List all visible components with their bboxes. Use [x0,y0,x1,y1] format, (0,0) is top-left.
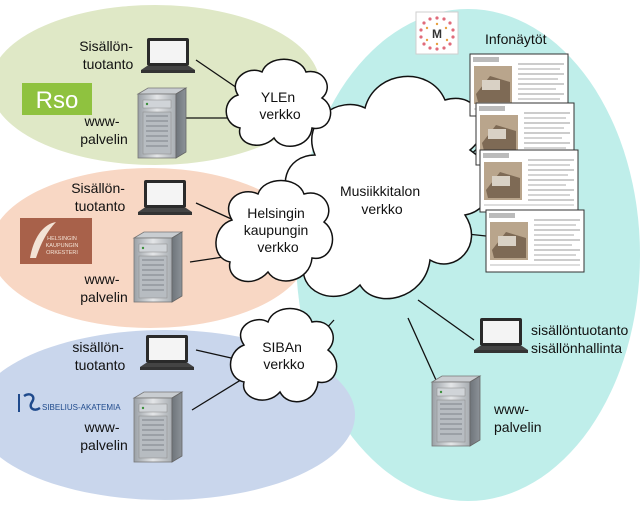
hko-logo-line-2: KAUPUNGIN [46,243,79,249]
musiikkitalo-cloud-label: Musiikkitalon verkko [340,183,424,217]
hko-server-icon [133,231,183,303]
hko-content-label: Sisällön- tuotanto [71,180,129,214]
musiikkitalo-logo-letter: M [432,27,442,41]
yle-content-label: Sisällön- tuotanto [79,38,137,72]
hko-logo-line-3: ORKESTERI [46,250,78,256]
hko-laptop-icon [138,180,192,215]
sibelius-academy-logo: SIBELIUS-AKATEMIA [18,393,121,412]
yle-cloud-label: YLEn verkko [259,89,300,122]
hko-server-label: www- palvelin [80,271,127,305]
musiikkitalo-server-label: www- palvelin [493,401,541,435]
yle-server-label: www- palvelin [80,113,127,147]
hko-orchestra-logo: HELSINGIN KAUPUNGIN ORKESTERI [20,218,92,264]
yle-cloud [225,58,332,147]
siba-logo-text: SIBELIUS-AKATEMIA [42,403,121,412]
musiikkitalo-content-label: sisällöntuotanto sisällönhallinta [531,322,632,356]
hko-cloud-label: Helsingin kaupungin verkko [244,205,313,255]
musiikkitalo-laptop-icon [474,318,528,353]
siba-server-icon [133,391,183,463]
siba-server-label: www- palvelin [80,419,127,453]
hko-logo-line-1: HELSINGIN [47,236,77,242]
hko-cloud [215,179,334,283]
musiikkitalo-logo: M [415,11,459,55]
rso-logo-text: Rso [36,87,79,114]
siba-cloud-label: SIBAn verkko [262,339,306,372]
siba-content-label: sisällön- tuotanto [72,339,127,373]
yle-laptop-icon [141,38,195,73]
siba-laptop-icon [140,335,194,370]
musiikkitalo-server-icon [431,375,481,447]
yle-server-icon [137,87,187,159]
siba-cloud [229,307,338,403]
infoscreen-4 [485,209,585,273]
infoscreens-label: Infonäytöt [485,31,547,47]
infoscreen-3 [479,149,579,213]
rso-logo: Rso [22,83,92,115]
